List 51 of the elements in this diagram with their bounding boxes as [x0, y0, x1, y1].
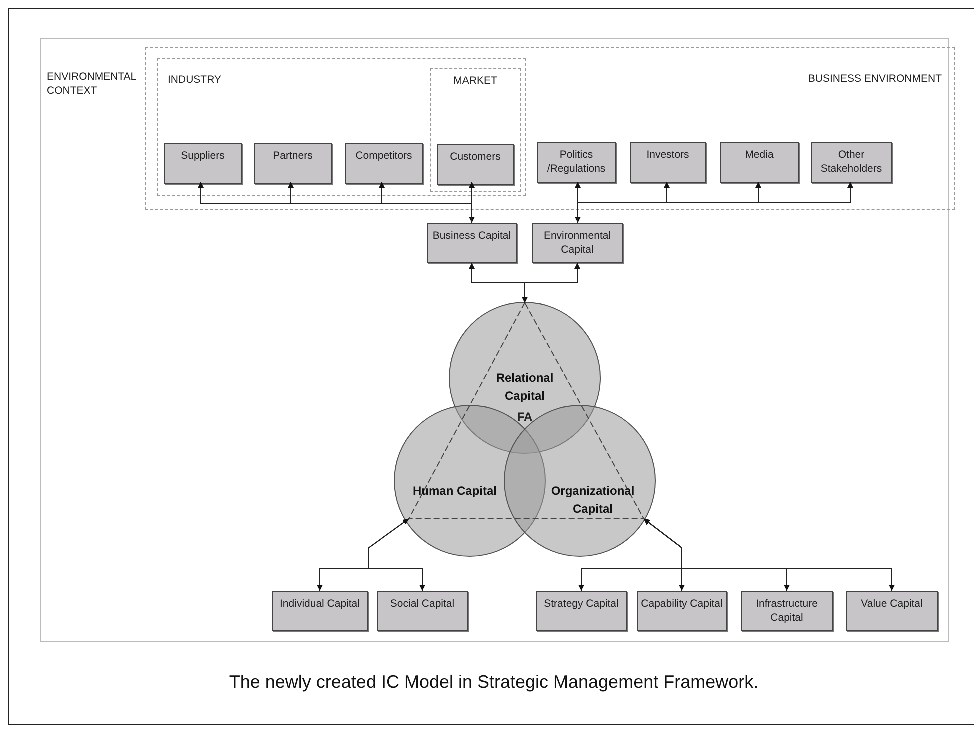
box-label: Strategy Capital: [543, 597, 620, 611]
dashed-group-box: [430, 68, 521, 192]
circle-label: Relational Capital: [495, 370, 555, 405]
process-box: [720, 142, 799, 183]
figure-caption: The newly created IC Model in Strategic Management Framework.: [228, 672, 760, 693]
box-label: Competitors: [354, 149, 414, 163]
process-box: [537, 142, 616, 183]
process-box: [437, 144, 514, 185]
box-label: Infrastructure Capital: [755, 597, 819, 625]
box-label: Individual Capital: [279, 597, 361, 611]
box-label: Investors: [646, 148, 690, 162]
connector-arrow: [522, 262, 580, 304]
box-label: Politics /Regulations: [546, 148, 607, 176]
box-label: Partners: [272, 149, 314, 163]
process-box: [630, 142, 706, 183]
box-label: Environmental Capital: [542, 229, 612, 257]
process-box: [345, 143, 423, 184]
connector-arrow: [368, 518, 426, 592]
process-box: [532, 223, 623, 263]
process-box: [272, 591, 368, 631]
box-label: Business Capital: [432, 229, 512, 243]
connector-arrow: [578, 182, 854, 224]
process-box: [741, 591, 833, 631]
group-title: MARKET: [452, 74, 498, 88]
dashed-group-box: [145, 47, 955, 210]
box-label: Other Stakeholders: [820, 148, 884, 176]
dashed-group-box: [157, 58, 526, 196]
box-label: Suppliers: [180, 149, 226, 163]
process-box: [536, 591, 627, 631]
box-label: Capability Capital: [640, 597, 724, 611]
process-box: [254, 143, 332, 184]
box-label: Media: [744, 148, 775, 162]
process-box: [811, 142, 892, 183]
process-box: [164, 143, 242, 184]
process-box: [377, 591, 468, 631]
box-label: Value Capital: [860, 597, 924, 611]
circle-label: Human Capital: [412, 483, 498, 500]
connector-arrow: [469, 182, 475, 224]
box-label: Social Capital: [389, 597, 456, 611]
process-box: [846, 591, 938, 631]
intersection-label: FA: [516, 410, 534, 424]
connector-arrow: [575, 182, 581, 224]
connector-arrow: [644, 518, 895, 592]
process-box: [637, 591, 727, 631]
group-title: BUSINESS ENVIRONMENT: [808, 72, 942, 86]
process-box: [427, 223, 517, 263]
context-label: ENVIRONMENTAL CONTEXT: [47, 70, 138, 98]
box-label: Customers: [449, 150, 502, 164]
group-title: INDUSTRY: [168, 73, 222, 87]
venn-circle: [504, 405, 656, 557]
circle-label: Organizational Capital: [550, 483, 636, 518]
